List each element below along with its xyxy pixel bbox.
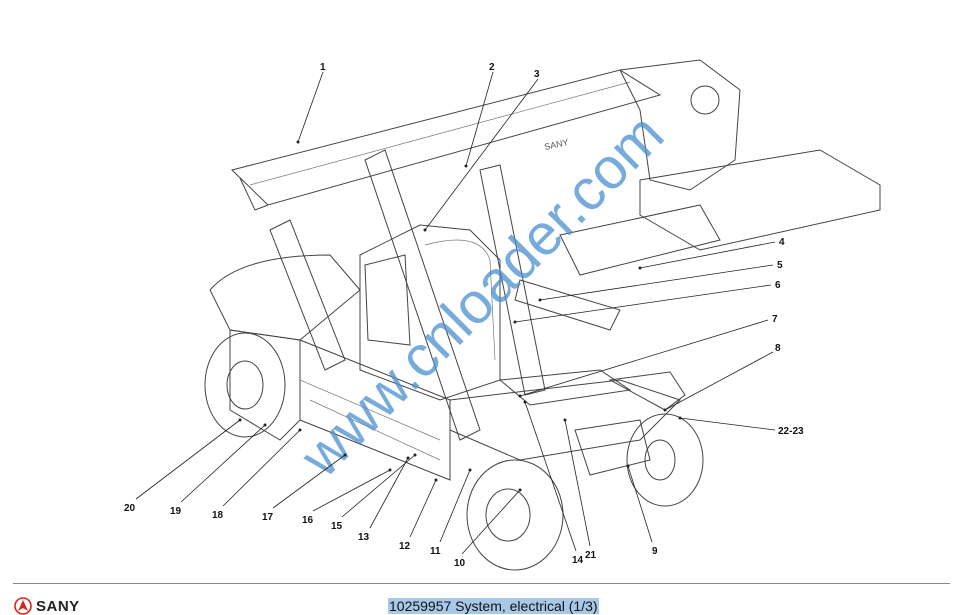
callout-10: 10	[454, 558, 466, 569]
callout-4: 4	[779, 237, 785, 248]
callout-20: 20	[124, 503, 136, 514]
boom-lettering: SANY	[543, 137, 569, 152]
callout-8: 8	[775, 343, 781, 354]
callout-13: 13	[358, 532, 370, 543]
callout-6: 6	[775, 280, 781, 291]
callout-21: 21	[585, 550, 597, 561]
document-title: 10259957 System, electrical (1/3)	[388, 598, 599, 614]
footer-divider	[13, 583, 950, 584]
chassis	[209, 254, 686, 481]
callouts: 1 2 3 4 5 6 7 8 22-23 9 21 14 10 11 12 1…	[124, 62, 804, 569]
brand-name: SANY	[36, 597, 80, 615]
sany-logo: SANY	[14, 597, 80, 615]
callout-7: 7	[772, 314, 778, 325]
callout-19: 19	[170, 506, 182, 517]
callout-5: 5	[777, 260, 783, 271]
callout-1: 1	[320, 62, 326, 73]
callout-15: 15	[331, 521, 343, 532]
callout-18: 18	[212, 510, 224, 521]
callout-22-23: 22-23	[778, 426, 804, 437]
callout-11: 11	[430, 546, 441, 557]
callout-17: 17	[262, 512, 274, 523]
wheels	[204, 332, 704, 571]
boom: SANY	[231, 59, 881, 276]
callout-9: 9	[652, 546, 658, 557]
electrical-system-diagram: SANY www.cnloader.com 1 2 3	[124, 59, 881, 571]
callout-12: 12	[399, 541, 411, 552]
callout-3: 3	[534, 69, 540, 80]
callout-14: 14	[572, 555, 584, 566]
lift-arms	[269, 149, 621, 441]
callout-16: 16	[302, 515, 314, 526]
watermark: www.cnloader.com	[288, 101, 677, 490]
sany-logo-icon	[14, 597, 32, 615]
callout-2: 2	[489, 62, 495, 73]
